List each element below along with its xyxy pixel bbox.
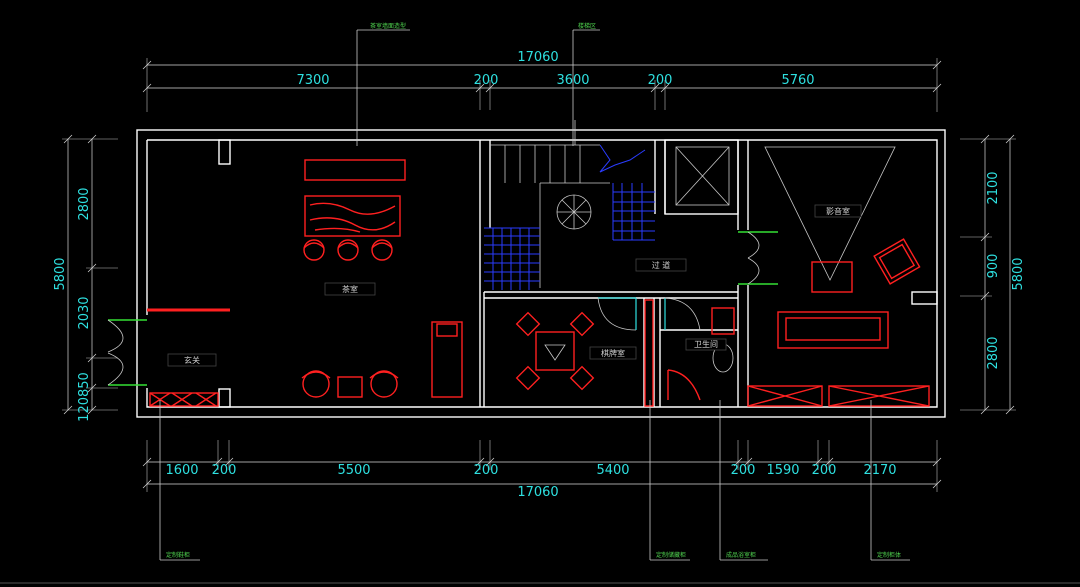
dim-left-seg-2: 2030 [77, 296, 92, 329]
shoe-cabinet [149, 392, 219, 407]
dim-right-seg-1: 2100 [986, 171, 1001, 204]
tv-cabinet-right [828, 385, 930, 407]
storage-cabinet [644, 299, 654, 407]
elevator-shaft [675, 146, 730, 206]
tea-chair [303, 239, 325, 261]
chess-table-set [515, 311, 595, 391]
dim-bottom-seg-1: 1600 [165, 463, 198, 478]
dim-right-total: 5800 [1011, 257, 1026, 290]
lounge-chair [873, 238, 921, 285]
leader-custom-cabinet: 定制柜体 [877, 551, 901, 559]
leader-shoe-cabinet: 定制鞋柜 [166, 551, 190, 559]
dim-bottom-seg-4: 200 [474, 463, 499, 478]
tea-room-furniture [301, 159, 463, 398]
dim-top-seg-5: 5760 [781, 73, 814, 88]
dimension-texts: 17060 7300 200 3600 200 5760 1600 200 55… [53, 50, 1026, 500]
dim-left-seg-3: 120850 [77, 372, 92, 422]
tea-table [304, 195, 401, 237]
dim-bottom-seg-5: 5400 [596, 463, 629, 478]
tv-cabinet-left [747, 385, 823, 407]
theater-furniture [747, 146, 930, 407]
leader-tea-wall: 茶室墙面造型 [370, 22, 406, 30]
tea-chair [371, 239, 393, 261]
theater-door [738, 231, 778, 285]
leader-lines: 茶室墙面造型 楼梯区 定制鞋柜 定制储藏柜 成品浴室柜 定制柜体 [159, 22, 910, 561]
leader-bath-cabinet: 成品浴室柜 [726, 551, 756, 559]
leader-stair: 楼梯区 [578, 22, 596, 30]
leader-storage-cabinet: 定制储藏柜 [656, 551, 686, 559]
coffee-table [811, 261, 853, 293]
bathroom-fixtures [664, 297, 735, 401]
dim-top-seg-2: 200 [474, 73, 499, 88]
armchair [369, 370, 399, 398]
projector-triangle [764, 146, 896, 281]
walls [136, 129, 946, 418]
dim-bottom-seg-6: 200 [731, 463, 756, 478]
dim-top-seg-4: 200 [648, 73, 673, 88]
tea-chair [337, 239, 359, 261]
side-table [337, 376, 363, 398]
tea-wall-cabinet [304, 159, 406, 181]
dim-bottom-seg-3: 5500 [337, 463, 370, 478]
dim-bottom-seg-2: 200 [212, 463, 237, 478]
label-theater: 影音室 [826, 206, 850, 216]
sofa [777, 311, 889, 349]
chaise-lounge [431, 321, 463, 398]
chess-room-door [597, 297, 637, 331]
dim-left-total: 5800 [53, 257, 68, 290]
dim-bottom-seg-9: 2170 [863, 463, 896, 478]
label-chess-room: 棋牌室 [601, 348, 625, 358]
chess-table-pattern [544, 344, 566, 361]
dim-top-seg-1: 7300 [296, 73, 329, 88]
label-tea-room: 茶室 [342, 284, 358, 294]
dim-bottom-total: 17060 [517, 485, 558, 500]
dimension-lines [62, 58, 1016, 492]
staircase [484, 120, 655, 290]
label-corridor: 过 道 [652, 260, 671, 270]
entrance-door [107, 319, 147, 386]
dim-left-seg-1: 2800 [77, 187, 92, 220]
room-labels: 茶室 玄关 过 道 棋牌室 卫生间 影音室 [167, 204, 862, 367]
label-bathroom: 卫生间 [694, 339, 718, 349]
dim-top-total: 17060 [517, 50, 558, 65]
label-entrance: 玄关 [184, 355, 200, 365]
dim-right-seg-2: 900 [986, 254, 1001, 279]
dim-right-seg-3: 2800 [986, 336, 1001, 369]
armchair [301, 370, 331, 398]
dim-bottom-seg-7: 1590 [766, 463, 799, 478]
dim-bottom-seg-8: 200 [812, 463, 837, 478]
